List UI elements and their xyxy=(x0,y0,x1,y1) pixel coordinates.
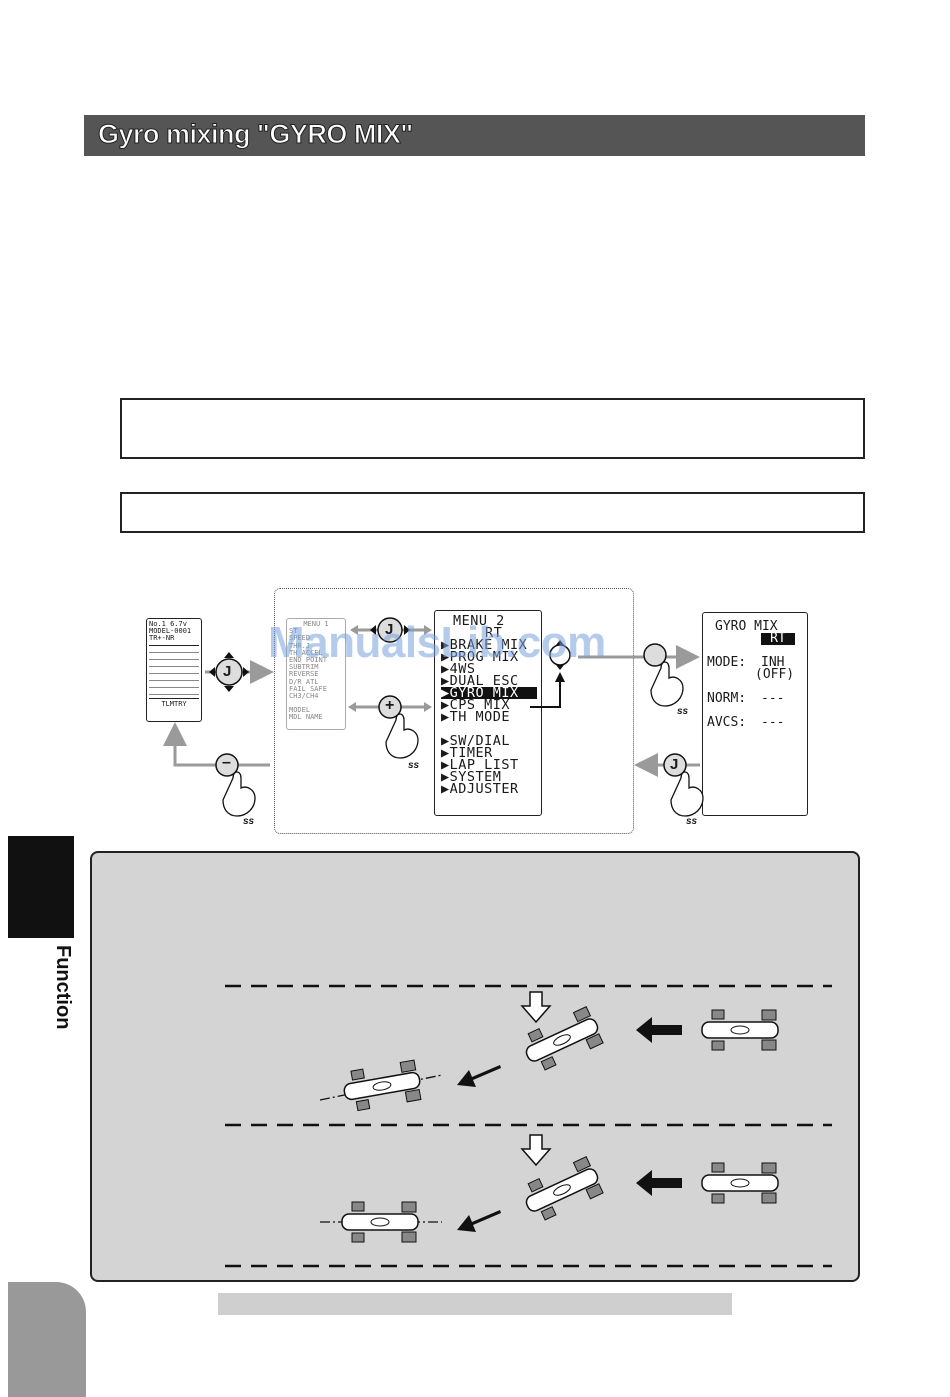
plus-button-icon xyxy=(378,695,402,719)
mode-value[interactable]: INH xyxy=(761,655,785,670)
menu2-item[interactable]: ▶PROG MIX xyxy=(441,649,519,665)
ss-label: ss xyxy=(686,816,698,827)
race-car-icon xyxy=(701,1009,779,1051)
menu2-item-selected[interactable]: ▶GYRO MIX xyxy=(441,686,537,700)
watermark-text: ManualsLib.com xyxy=(268,618,606,667)
race-car-icon xyxy=(701,1162,779,1204)
joystick-j-label[interactable]: J xyxy=(223,663,232,680)
menu2-title: MENU 2 xyxy=(453,613,505,629)
menu1-screen: MENU 1 ST SPEED THR.J TH ACCEL END POINT… xyxy=(286,618,346,730)
gyro-mix-screen: GYRO MIX RT MODE: INH (OFF) NORM: --- AV… xyxy=(702,612,808,816)
home-footer: TLMTRY xyxy=(161,700,187,708)
left-arrow-icon xyxy=(636,1017,682,1043)
down-arrow-icon xyxy=(520,991,552,1024)
menu2-item[interactable]: ▶SW/DIAL xyxy=(441,733,511,749)
menu2-item[interactable]: ▶SYSTEM xyxy=(441,769,502,785)
menu2-item[interactable]: ▶LAP LIST xyxy=(441,757,519,773)
menu1-item[interactable]: CH3/CH4 xyxy=(289,692,319,701)
race-car-icon xyxy=(525,1155,604,1221)
mode-state: (OFF) xyxy=(755,667,795,682)
menu2-item[interactable]: ▶TIMER xyxy=(441,745,493,761)
avcs-label: AVCS: xyxy=(707,715,747,730)
left-arrow-icon xyxy=(636,1170,682,1196)
menu-group-frame xyxy=(274,588,634,834)
norm-value[interactable]: --- xyxy=(761,691,785,706)
ss-label: ss xyxy=(408,760,420,771)
menu1-item[interactable]: REVERSE xyxy=(289,670,319,679)
side-tab xyxy=(8,836,74,938)
race-car-icon xyxy=(341,1201,419,1243)
gyro-sub: RT xyxy=(761,632,795,645)
minus-button-icon xyxy=(215,753,239,777)
menu1-item[interactable]: D/R ATL xyxy=(289,677,319,686)
home-line-2: MODEL-0001 xyxy=(149,627,192,635)
home-screen: No.1 6.7v MODEL-0001 TR+-NR TLMTRY xyxy=(146,618,202,722)
home-bars xyxy=(149,645,199,699)
page-title: Gyro mixing "GYRO MIX" xyxy=(98,119,414,150)
section-title-bar: Gyro mixing "GYRO MIX" xyxy=(84,115,865,156)
joystick-j-label[interactable]: J xyxy=(385,621,394,638)
diagonal-arrow-icon xyxy=(457,1065,501,1087)
menu1-item[interactable]: SUBTRIM xyxy=(289,663,319,672)
back-j-button[interactable]: J xyxy=(670,756,679,773)
minus-button[interactable]: – xyxy=(222,754,231,771)
menu1-item[interactable]: ST xyxy=(289,627,298,636)
menu1-item[interactable]: THR.J xyxy=(289,641,311,650)
finger-icon xyxy=(222,771,256,817)
down-arrow-icon xyxy=(520,1134,552,1167)
section-label: Function xyxy=(52,945,74,1030)
joystick-icon xyxy=(370,617,410,643)
norm-label: NORM: xyxy=(707,691,747,706)
plus-button[interactable]: + xyxy=(385,697,395,714)
race-car-icon xyxy=(525,1005,604,1071)
note-box-2 xyxy=(120,492,865,533)
menu2-item[interactable]: ▶ADJUSTER xyxy=(441,781,519,797)
home-line-1: No.1 6.7v xyxy=(149,620,187,628)
enter-button-icon xyxy=(643,643,667,667)
menu2-item[interactable]: ▶BRAKE MIX xyxy=(441,637,528,653)
mode-label: MODE: xyxy=(707,655,747,670)
menu1-item[interactable]: SPEED xyxy=(289,634,311,643)
footer-bar xyxy=(218,1293,732,1315)
finger-icon xyxy=(650,661,684,707)
page-number-tab xyxy=(8,1282,86,1397)
back-button-icon xyxy=(663,753,687,777)
ss-label: ss xyxy=(677,706,689,717)
menu2-item[interactable]: ▶4WS xyxy=(441,661,476,677)
menu2-screen: MENU 2 RT ▶BRAKE MIX ▶PROG MIX ▶4WS ▶DUA… xyxy=(434,610,542,816)
menu2-item[interactable]: RT xyxy=(485,625,503,641)
menu1-item[interactable]: END POINT xyxy=(289,656,327,665)
home-line-3: TR+-NR xyxy=(149,634,175,642)
avcs-value[interactable]: --- xyxy=(761,715,785,730)
ss-label: ss xyxy=(243,816,255,827)
note-box-1 xyxy=(120,398,865,459)
menu1-title: MENU 1 xyxy=(303,620,329,628)
menu1-item[interactable]: MDL NAME xyxy=(289,713,323,722)
joystick-icon xyxy=(209,652,249,692)
menu2-item[interactable]: ▶TH MODE xyxy=(441,709,511,725)
gyro-title: GYRO MIX xyxy=(715,619,778,634)
finger-icon xyxy=(670,771,704,817)
menu2-item[interactable]: ▶DUAL ESC xyxy=(441,673,519,689)
race-car-icon xyxy=(343,1059,422,1112)
diagonal-arrow-icon xyxy=(457,1210,501,1232)
menu1-item[interactable]: TH ACCEL xyxy=(289,648,323,657)
menu2-item[interactable]: ▶CPS MIX xyxy=(441,697,511,713)
finger-icon xyxy=(385,713,419,759)
menu1-item[interactable]: FAIL SAFE xyxy=(289,684,327,693)
menu1-item[interactable]: MODEL xyxy=(289,706,311,715)
gyro-illustration-panel xyxy=(90,851,860,1282)
